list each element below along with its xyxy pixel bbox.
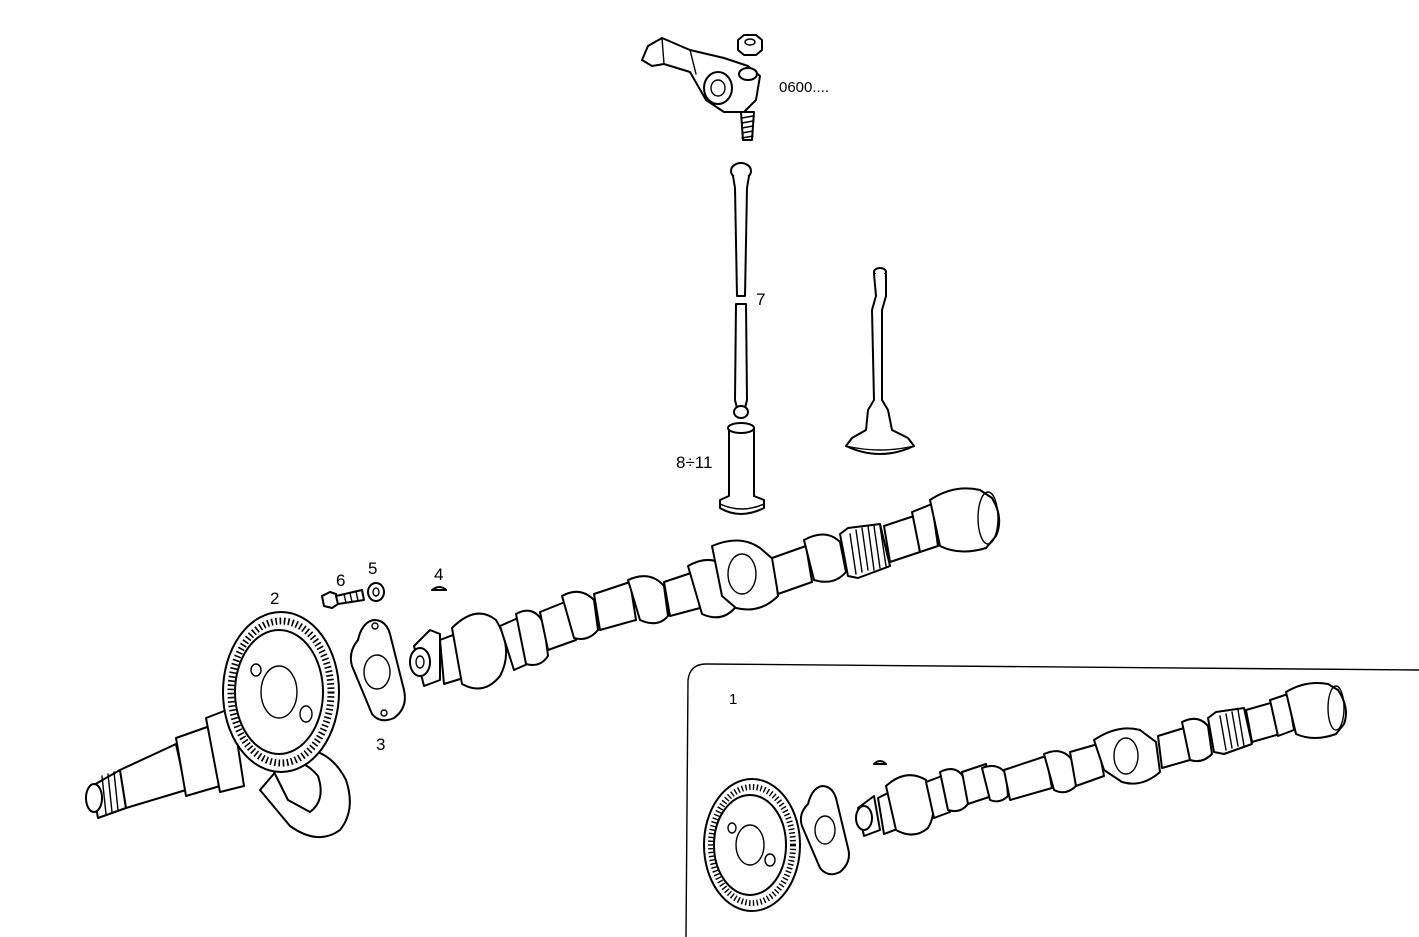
inset-thrust-plate: [799, 785, 850, 876]
camshaft: [409, 487, 1001, 690]
retaining-screw: [321, 589, 365, 609]
inset-camshaft: [855, 682, 1347, 837]
rocker-arm-assembly: [641, 37, 761, 113]
gear-label: 2: [270, 589, 279, 608]
key-label: 4: [434, 565, 443, 584]
washer: [367, 582, 385, 602]
tappet: [719, 422, 765, 515]
tappet-label: 8÷11: [676, 453, 712, 472]
thrust-plate: [349, 619, 406, 722]
inset-key: [873, 760, 887, 765]
adjusting-screw: [740, 111, 755, 141]
inset-gear: [703, 778, 801, 912]
screw-label: 6: [336, 571, 345, 590]
timing-gear: [85, 611, 351, 838]
engine-valve: [845, 267, 915, 455]
push-rod-label: 7: [756, 290, 765, 309]
rocker-ref-label: 0600....: [779, 79, 829, 96]
push-rod: [730, 162, 752, 419]
woodruff-key: [431, 586, 447, 591]
adjuster-nut: [737, 34, 763, 56]
assembly-label: 1: [729, 691, 737, 708]
plate-label: 3: [376, 735, 385, 754]
assembly-inset: 1: [685, 663, 1419, 937]
washer-label: 5: [368, 559, 377, 578]
